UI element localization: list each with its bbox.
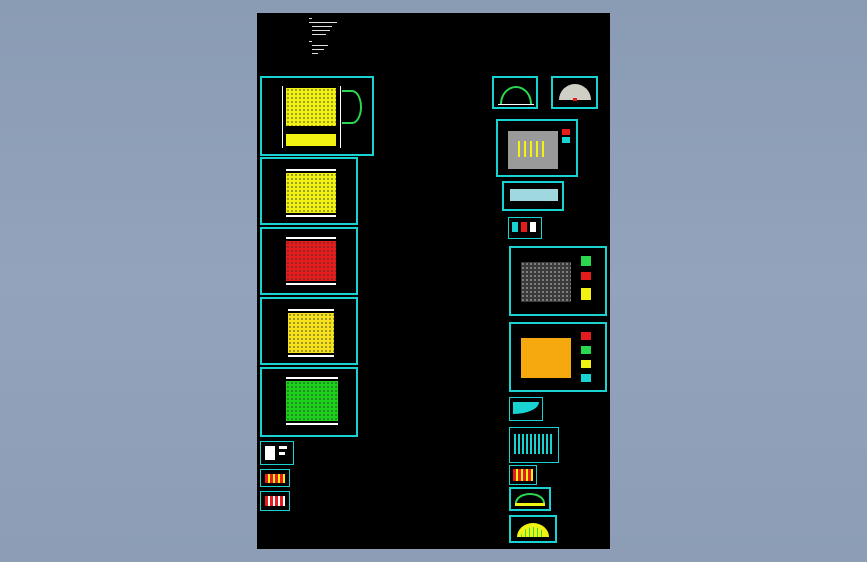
frame-yellow-plan-3[interactable] (260, 297, 358, 365)
strip-cyan (510, 189, 558, 201)
frame-curve-detail[interactable] (509, 397, 543, 421)
frame-bars-detail[interactable] (509, 465, 537, 485)
arch-profile (342, 90, 362, 124)
drawing-sheet[interactable] (257, 13, 610, 549)
arch-green (500, 86, 532, 104)
dome-shape (559, 84, 591, 100)
frame-schedule-block[interactable] (260, 469, 290, 487)
frame-red-plan[interactable] (260, 227, 358, 295)
plan-dots (521, 262, 571, 302)
frame-arch-elevation[interactable] (492, 76, 538, 109)
frame-legend-block[interactable] (260, 441, 294, 465)
plan-yellow-strip (286, 134, 336, 146)
frame-small-details[interactable] (508, 217, 542, 239)
plan-red (286, 241, 336, 281)
frame-detail-block[interactable] (260, 491, 290, 511)
frame-yellow-plan-2[interactable] (260, 157, 358, 225)
frame-orange-plan[interactable] (509, 322, 607, 392)
frame-yellow-plan[interactable] (260, 76, 374, 156)
frame-cyan-strip[interactable] (502, 181, 564, 211)
drawing-notes (309, 16, 349, 60)
frame-dot-plan[interactable] (509, 246, 607, 316)
frame-green-plan[interactable] (260, 367, 358, 437)
plan-green (286, 381, 338, 421)
frame-dome-elevation[interactable] (551, 76, 598, 109)
plan-yellow-3 (288, 313, 334, 353)
frame-fan-detail[interactable] (509, 427, 559, 463)
plan-orange (521, 338, 571, 378)
plan-yellow (286, 88, 336, 126)
frame-gray-plan[interactable] (496, 119, 578, 177)
frame-arch-detail[interactable] (509, 487, 551, 511)
frame-dome-detail[interactable] (509, 515, 557, 543)
plan-yellow-2 (286, 173, 336, 213)
arch-small (515, 493, 545, 503)
